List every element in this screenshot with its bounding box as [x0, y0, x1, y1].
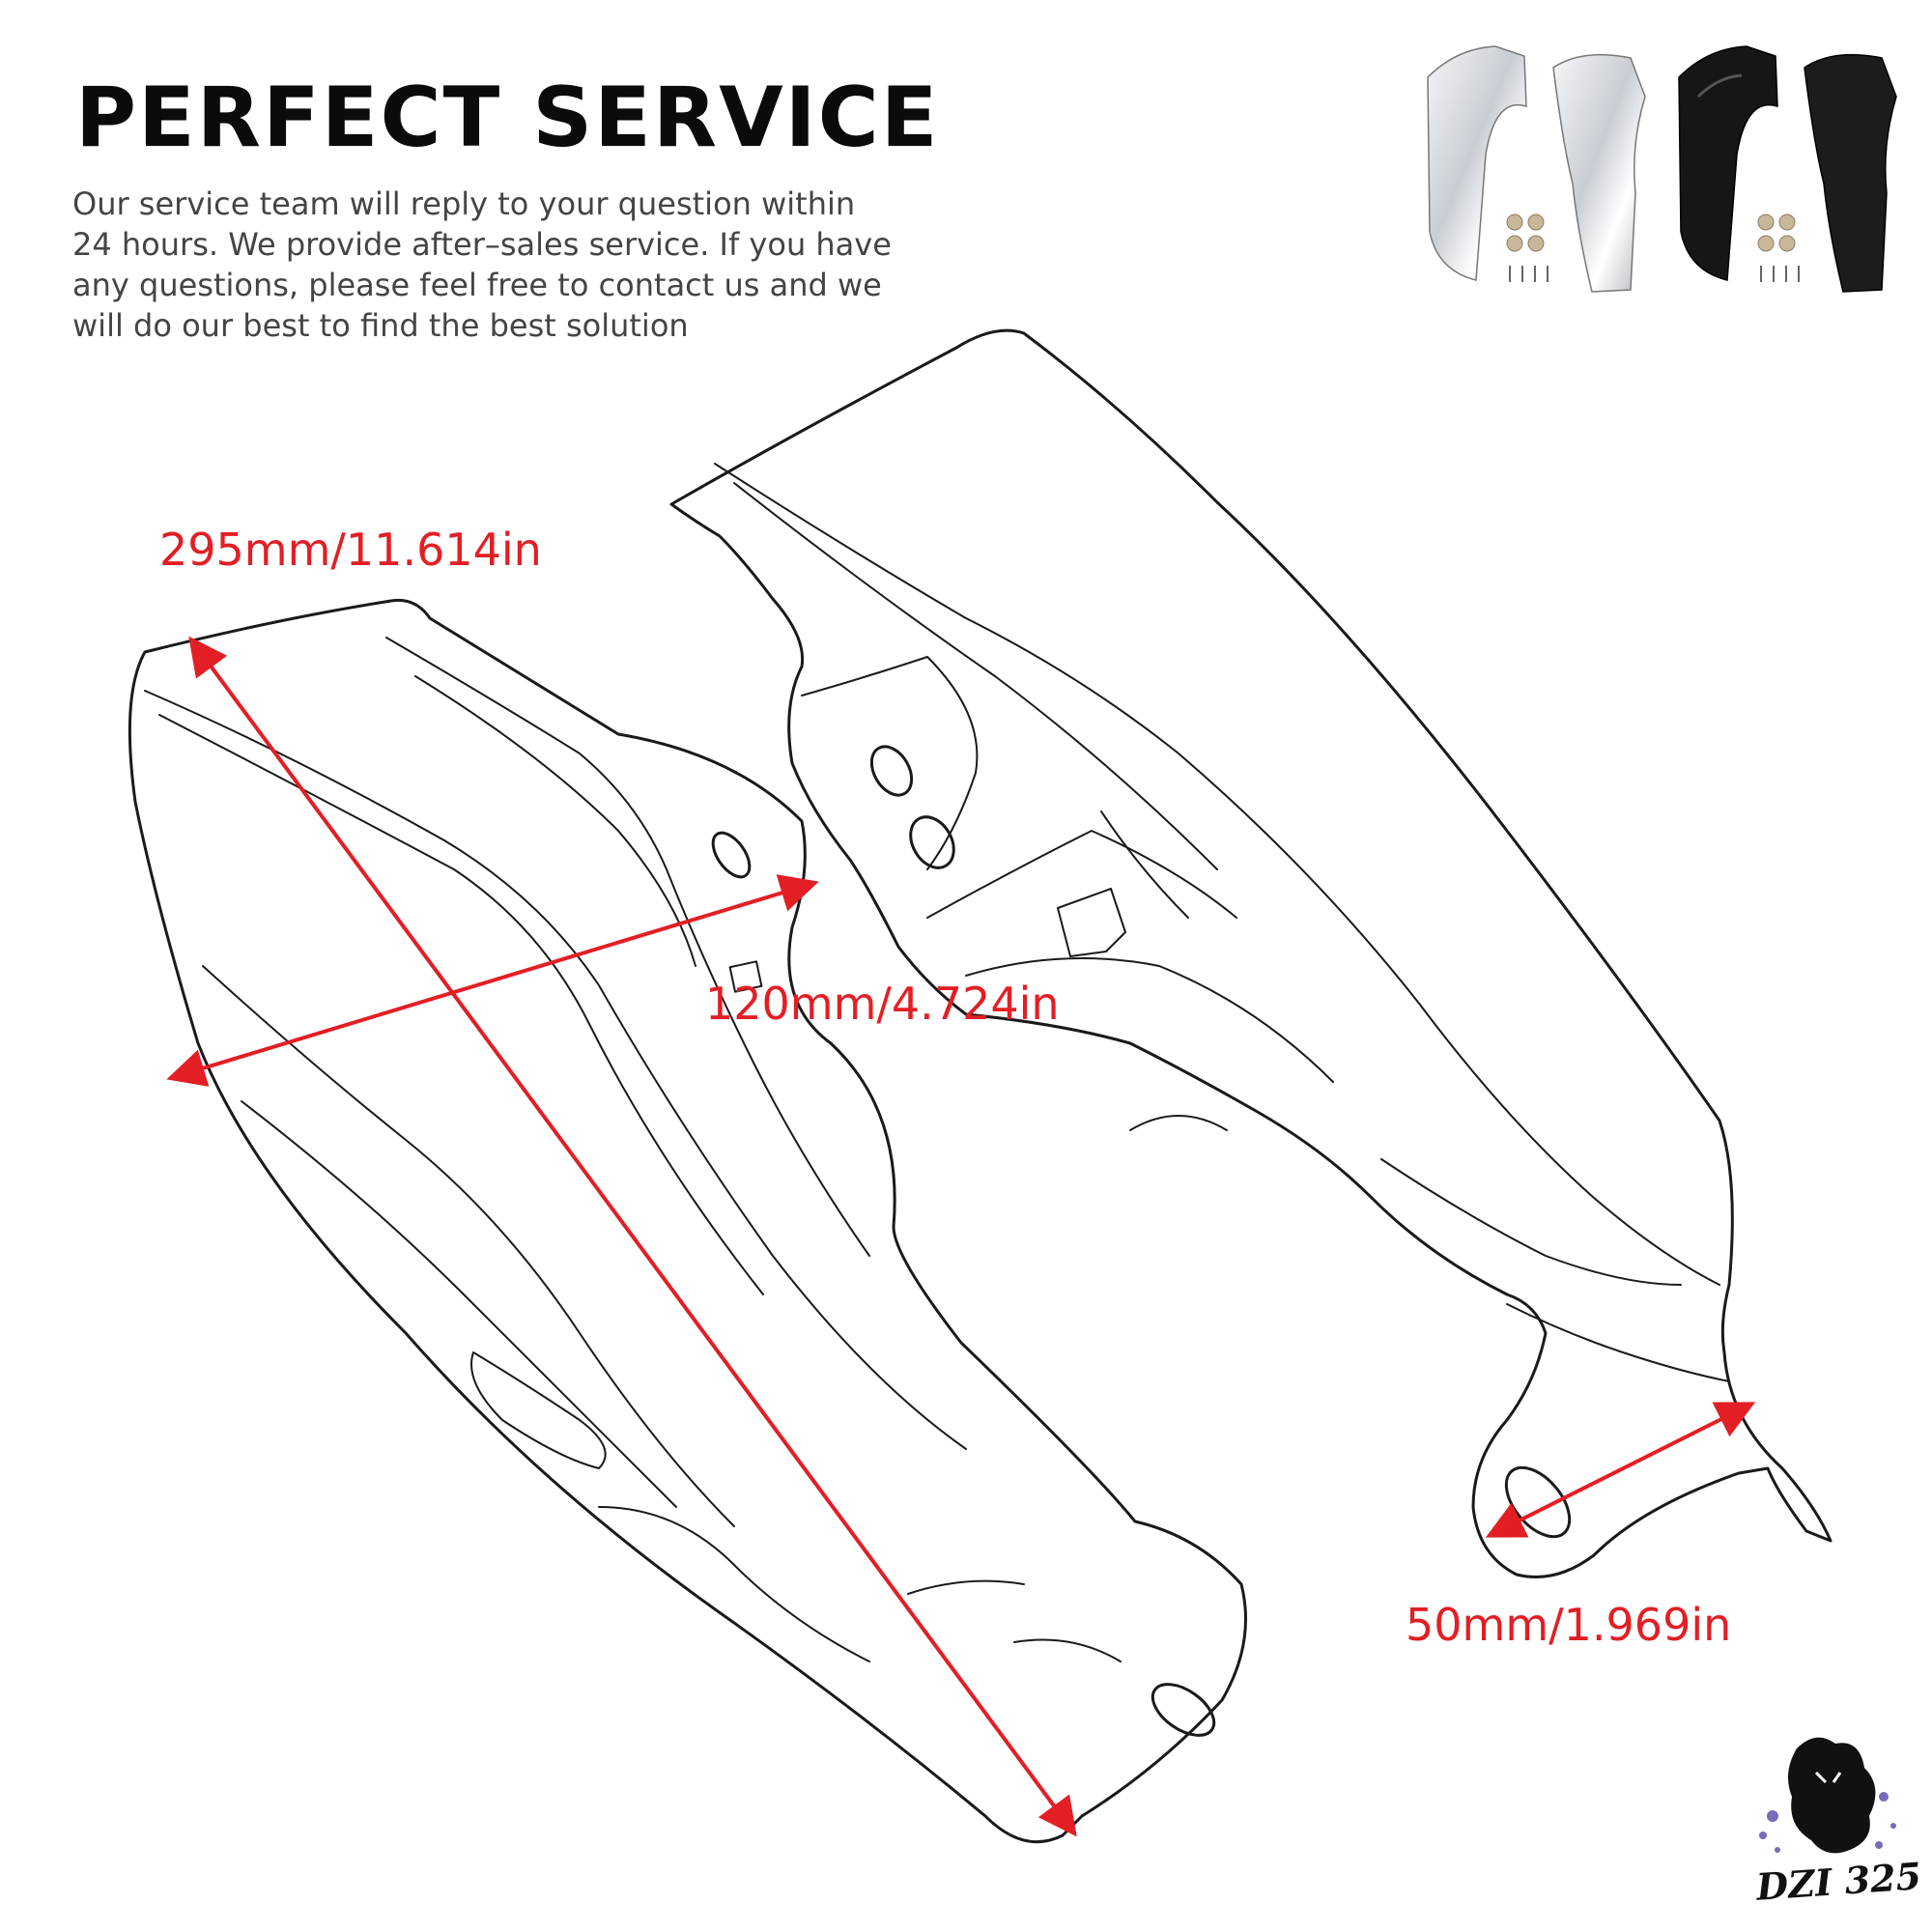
chrome-variant-thumbnail [1427, 45, 1646, 293]
brand-logo-mark [1759, 1737, 1896, 1854]
length-dimension-arrow [188, 636, 1077, 1837]
service-description: Our service team will reply to your ques… [72, 185, 892, 344]
width-dimension-arrow [166, 874, 819, 1087]
mount-dimension-arrow [1485, 1402, 1756, 1538]
dimension-arrows [166, 636, 1756, 1837]
mount-dimension-label: 50mm/1.969in [1406, 1599, 1732, 1651]
black-variant-thumbnail [1678, 45, 1897, 293]
page-title: PERFECT SERVICE [75, 70, 940, 166]
width-dimension-label: 120mm/4.724in [705, 978, 1060, 1030]
length-dimension-label: 295mm/11.614in [159, 524, 542, 576]
